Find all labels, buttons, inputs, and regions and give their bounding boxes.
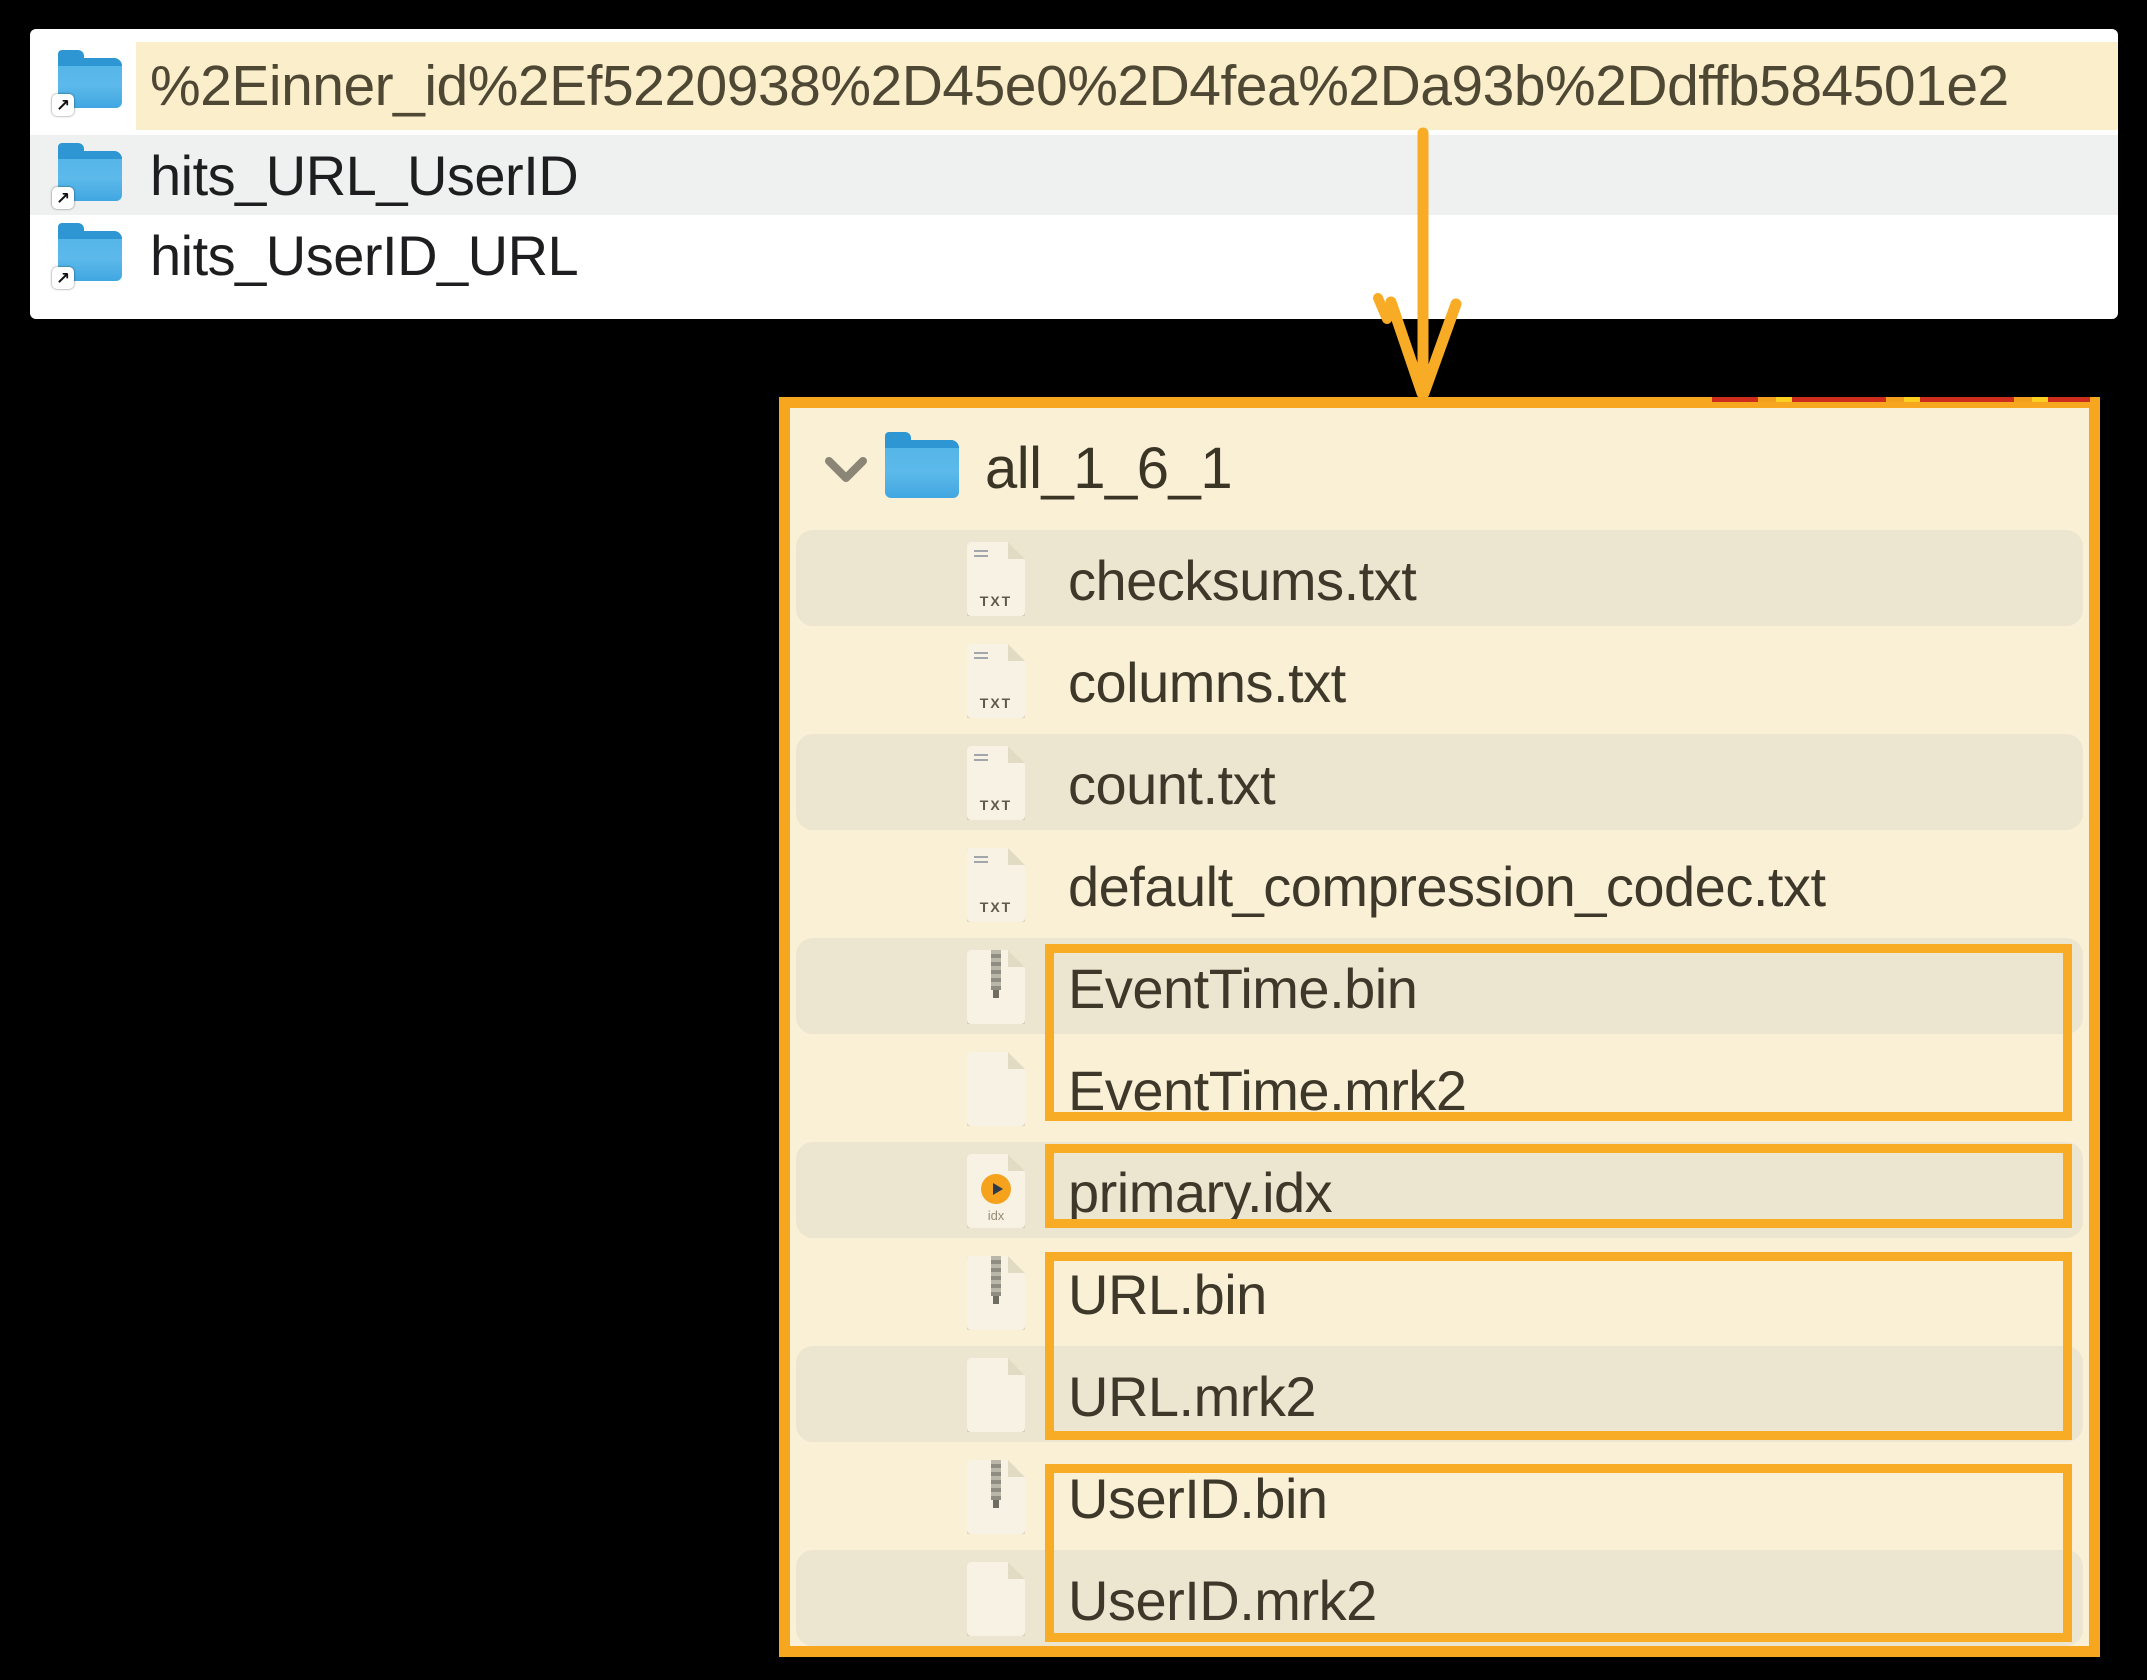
folder-name: hits_UserID_URL xyxy=(150,223,579,287)
idx-file-icon: idx xyxy=(967,1154,1025,1228)
alias-arrow-icon: ↗ xyxy=(52,187,74,209)
part-folder-name: all_1_6_1 xyxy=(985,436,1233,501)
file-name: count.txt xyxy=(1068,752,1276,816)
folder-name: hits_URL_UserID xyxy=(150,143,579,207)
file-name: UserID.mrk2 xyxy=(1068,1568,1377,1632)
blank-file-icon xyxy=(967,1358,1025,1432)
file-row-default-compression-codec[interactable]: TXT default_compression_codec.txt xyxy=(790,835,2089,937)
annotation-box-primary-idx xyxy=(1045,1144,2072,1228)
annotation-box-userid xyxy=(1045,1464,2072,1642)
folder-name: %2Einner_id%2Ef5220938%2D45e0%2D4fea%2Da… xyxy=(150,54,2009,118)
txt-file-icon: TXT xyxy=(967,848,1025,922)
bin-file-icon xyxy=(967,950,1025,1024)
blank-file-icon xyxy=(967,1562,1025,1636)
file-row-userid-mrk2[interactable]: UserID.mrk2 xyxy=(790,1549,2089,1646)
annotation-box-url xyxy=(1045,1252,2072,1440)
folder-icon: ↗ xyxy=(52,50,122,116)
folder-row-inner-id[interactable]: ↗ %2Einner_id%2Ef5220938%2D45e0%2D4fea%2… xyxy=(30,42,2118,130)
file-name: UserID.bin xyxy=(1068,1466,1328,1530)
alias-arrow-icon: ↗ xyxy=(52,94,74,116)
file-row-url-mrk2[interactable]: URL.mrk2 xyxy=(790,1345,2089,1447)
finder-list-panel: ↗ %2Einner_id%2Ef5220938%2D45e0%2D4fea%2… xyxy=(30,29,2118,319)
blank-file-icon xyxy=(967,1052,1025,1126)
bin-file-icon xyxy=(967,1256,1025,1330)
bin-file-icon xyxy=(967,1460,1025,1534)
tree-root-row[interactable]: all_1_6_1 xyxy=(790,408,2089,529)
txt-file-icon: TXT xyxy=(967,746,1025,820)
file-row-eventtime-bin[interactable]: EventTime.bin xyxy=(790,937,2089,1039)
folder-icon: ↗ xyxy=(52,223,122,289)
file-row-count[interactable]: TXT count.txt xyxy=(790,733,2089,835)
annotation-arrow-icon xyxy=(1373,127,1462,399)
file-name: EventTime.mrk2 xyxy=(1068,1058,1467,1122)
folder-row-hits-url-userid[interactable]: ↗ hits_URL_UserID xyxy=(30,135,2118,215)
annotation-box-eventtime xyxy=(1045,944,2072,1121)
file-row-eventtime-mrk2[interactable]: EventTime.mrk2 xyxy=(790,1039,2089,1141)
red-dash-line xyxy=(1712,397,2090,402)
file-row-url-bin[interactable]: URL.bin xyxy=(790,1243,2089,1345)
disclosure-chevron-icon[interactable] xyxy=(824,456,868,484)
file-row-checksums[interactable]: TXT checksums.txt xyxy=(790,529,2089,631)
folder-row-hits-userid-url[interactable]: ↗ hits_UserID_URL xyxy=(30,215,2118,295)
file-name: checksums.txt xyxy=(1068,548,1417,612)
file-name: URL.bin xyxy=(1068,1262,1267,1326)
part-contents-panel: all_1_6_1 TXT checksums.txt TXT columns.… xyxy=(779,397,2100,1657)
selected-row-highlight xyxy=(136,42,2118,130)
file-name: EventTime.bin xyxy=(1068,956,1418,1020)
file-name: default_compression_codec.txt xyxy=(1068,854,1826,918)
folder-icon: ↗ xyxy=(52,143,122,209)
txt-file-icon: TXT xyxy=(967,644,1025,718)
txt-file-icon: TXT xyxy=(967,542,1025,616)
alias-arrow-icon: ↗ xyxy=(52,267,74,289)
folder-icon xyxy=(885,432,959,498)
file-row-userid-bin[interactable]: UserID.bin xyxy=(790,1447,2089,1549)
file-name: primary.idx xyxy=(1068,1160,1333,1224)
file-name: columns.txt xyxy=(1068,650,1346,714)
file-name: URL.mrk2 xyxy=(1068,1364,1317,1428)
file-row-columns[interactable]: TXT columns.txt xyxy=(790,631,2089,733)
